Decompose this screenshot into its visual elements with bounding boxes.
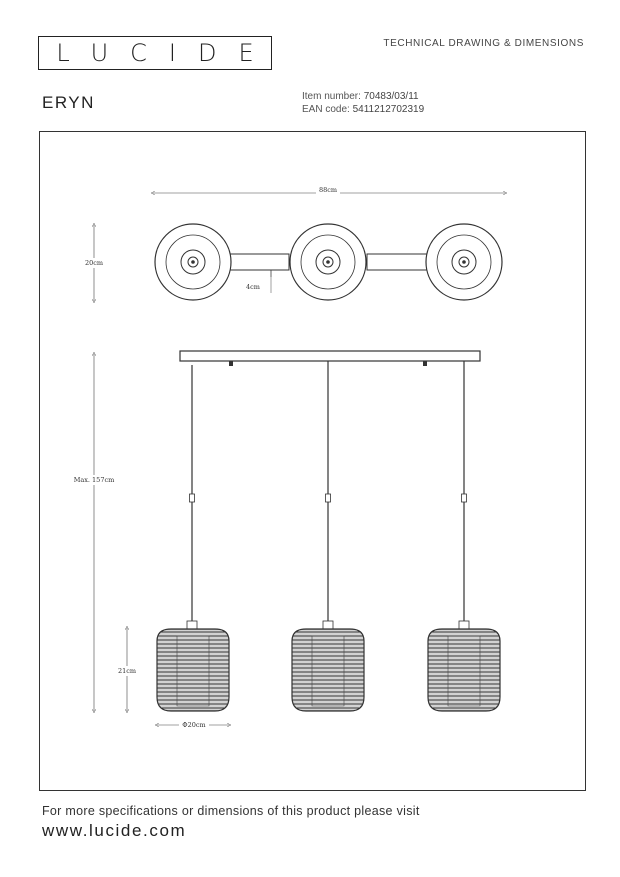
ean-row: EAN code: 5411212702319 — [302, 103, 424, 116]
document-type: TECHNICAL DRAWING & DIMENSIONS — [383, 38, 584, 49]
shade-height-dimension: 21cm — [115, 628, 139, 711]
item-number-row: Item number: 70483/03/11 — [302, 90, 424, 103]
top-view: 4cm — [154, 223, 503, 301]
ean-value: 5411212702319 — [352, 104, 425, 115]
product-name: ERYN — [42, 93, 95, 112]
top-view-shade-1 — [154, 223, 232, 301]
ean-label: EAN code: — [302, 104, 350, 115]
shade-diameter-dim-label: Φ20cm — [182, 721, 205, 729]
top-view-shade-2 — [289, 223, 367, 301]
footer-note: For more specifications or dimensions of… — [42, 804, 420, 818]
product-meta: Item number: 70483/03/11 EAN code: 54112… — [302, 90, 424, 116]
shade-diameter-dimension: Φ20cm — [157, 719, 229, 729]
width-dimension: 88cm — [153, 186, 505, 196]
side-view-shade-2 — [291, 620, 365, 712]
side-view-shade-1 — [156, 620, 230, 712]
top-view-shade-3 — [425, 223, 503, 301]
width-dim-label: 88cm — [319, 186, 337, 194]
bar-width-dim-label: 4cm — [246, 283, 260, 291]
brand-logo-text: LUCIDE — [56, 39, 276, 67]
max-height-dimension: Max. 157cm — [69, 354, 119, 711]
side-view-cords — [189, 361, 467, 623]
technical-drawing: 88cm 20cm 4cm — [69, 186, 586, 729]
brand-logo: LUCIDE — [38, 36, 272, 70]
depth-dim-label: 20cm — [85, 259, 103, 267]
shade-height-dim-label: 21cm — [118, 667, 136, 675]
footer-url[interactable]: www.lucide.com — [42, 821, 187, 840]
side-view-canopy — [179, 350, 481, 366]
item-number-value: 70483/03/11 — [363, 91, 419, 102]
max-height-dim-label: Max. 157cm — [74, 476, 115, 484]
item-number-label: Item number: — [302, 91, 361, 102]
depth-dimension: 20cm — [81, 225, 107, 301]
drawing-frame — [39, 131, 586, 791]
side-view-shade-3 — [427, 620, 501, 712]
